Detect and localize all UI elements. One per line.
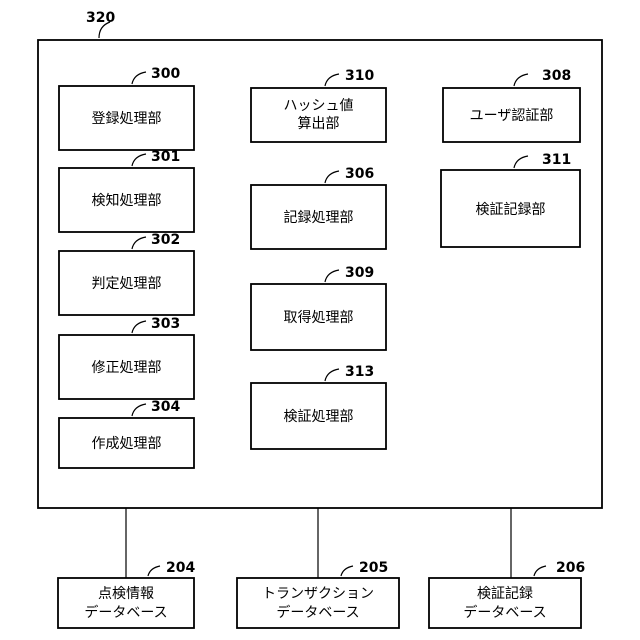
block-ref: 301	[151, 149, 180, 165]
database-label-line1: 点検情報	[98, 586, 154, 602]
block-label: 検証処理部	[284, 409, 354, 425]
database-label-line2: データベース	[84, 604, 167, 621]
block-ref: 310	[345, 68, 374, 84]
database-verification-record: 206 検証記録 データベース	[429, 560, 585, 628]
database-ref: 206	[556, 560, 585, 576]
system-frame-ref: 320	[86, 10, 115, 26]
block-label: 判定処理部	[92, 276, 162, 292]
database-inspection: 204 点検情報 データベース	[58, 560, 195, 628]
database-label-line1: トランザクション	[262, 586, 374, 602]
block-ref: 306	[345, 166, 374, 182]
ref-leader	[534, 566, 546, 576]
database-label-line1: 検証記録	[477, 585, 533, 602]
block-label-line1: ハッシュ値	[284, 98, 354, 114]
block-label: 修正処理部	[92, 360, 162, 376]
database-ref: 204	[166, 560, 195, 576]
ref-leader	[148, 566, 160, 576]
block-box	[251, 88, 386, 142]
block-ref: 311	[542, 152, 571, 168]
block-ref: 304	[151, 399, 180, 415]
block-label: ユーザ認証部	[470, 108, 554, 124]
database-label-line2: データベース	[463, 604, 546, 621]
block-label: 作成処理部	[92, 436, 162, 452]
block-ref: 302	[151, 232, 180, 248]
block-ref: 313	[345, 364, 374, 380]
block-label: 記録処理部	[284, 209, 354, 226]
block-label: 検証記録部	[476, 201, 546, 218]
block-label: 取得処理部	[284, 309, 354, 326]
block-ref: 309	[345, 265, 374, 281]
block-ref: 308	[542, 68, 571, 84]
block-ref: 303	[151, 316, 180, 332]
block-ref: 300	[151, 66, 180, 82]
block-label-line2: 算出部	[298, 116, 340, 132]
database-label-line2: データベース	[276, 604, 359, 621]
database-ref: 205	[359, 560, 388, 576]
block-label: 検知処理部	[92, 192, 162, 209]
ref-leader	[341, 566, 353, 576]
block-label: 登録処理部	[92, 111, 162, 127]
